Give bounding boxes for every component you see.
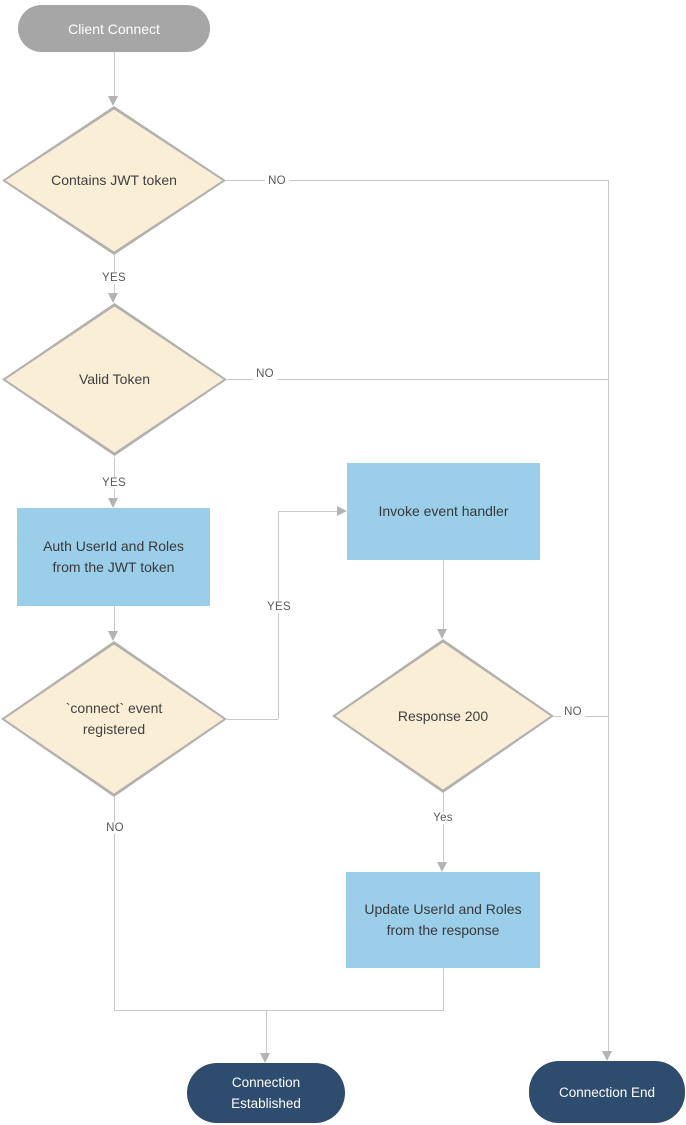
- node-auth-userid-roles-label: Auth UserId and Roles from the JWT token: [43, 538, 184, 575]
- node-valid-token: Valid Token: [2, 303, 227, 456]
- node-invoke-event-handler: Invoke event handler: [347, 463, 540, 560]
- edge-authbox-connectevent: [113, 606, 115, 632]
- node-update-userid-roles: Update UserId and Roles from the respons…: [346, 872, 540, 968]
- node-connect-event-registered-label: `connect` event registered: [65, 700, 163, 737]
- node-auth-userid-roles: Auth UserId and Roles from the JWT token: [17, 508, 210, 606]
- arrowhead-validtoken: [108, 293, 118, 303]
- arrowhead-connection-end: [602, 1051, 612, 1061]
- edge-bus-established: [265, 1010, 267, 1054]
- edge-label-containsjwt-yes: YES: [99, 272, 129, 284]
- node-connection-established: Connection Established: [187, 1063, 345, 1123]
- node-contains-jwt-token-label: Contains JWT token: [51, 172, 177, 188]
- arrowhead-response200: [437, 629, 447, 639]
- edge-connectevent-no: [113, 797, 115, 1010]
- arrowhead-containsjwt: [108, 96, 118, 106]
- node-response-200-label: Response 200: [397, 707, 489, 724]
- arrowhead-connectevent: [108, 631, 118, 641]
- node-client-connect: Client Connect: [18, 5, 210, 52]
- edge-label-validtoken-no: NO: [253, 368, 277, 380]
- arrowhead-authbox: [108, 498, 118, 508]
- edge-connectevent-yes-h1: [227, 718, 278, 720]
- edge-containsjwt-no: [226, 180, 608, 181]
- edge-right-rail: [607, 180, 609, 1051]
- node-connection-established-label: Connection Established: [231, 1075, 301, 1111]
- edge-invoke-response: [442, 560, 444, 630]
- edge-label-response-yes: Yes: [430, 812, 456, 824]
- node-connection-end: Connection End: [529, 1061, 685, 1123]
- edge-label-connectevent-yes: YES: [264, 601, 294, 613]
- edge-start-containsjwt: [113, 52, 115, 98]
- node-invoke-event-handler-label: Invoke event handler: [378, 503, 509, 519]
- edge-label-containsjwt-no: NO: [265, 175, 289, 187]
- edge-connectevent-yes-v: [278, 511, 279, 719]
- edge-connectevent-yes-h2: [278, 511, 338, 512]
- node-contains-jwt-token: Contains JWT token: [2, 106, 226, 255]
- edge-merge-bus: [113, 1010, 444, 1011]
- node-connection-end-label: Connection End: [558, 1084, 656, 1100]
- node-client-connect-label: Client Connect: [68, 20, 160, 37]
- node-update-userid-roles-label: Update UserId and Roles from the respons…: [364, 901, 522, 938]
- edge-label-validtoken-yes: YES: [99, 477, 129, 489]
- edge-updatebox-down: [442, 968, 444, 1010]
- arrowhead-invokehandler: [337, 505, 347, 516]
- arrowhead-connection-established: [260, 1053, 270, 1063]
- node-response-200: Response 200: [332, 639, 554, 793]
- edge-response-yes: [442, 793, 444, 863]
- edge-label-response-no: NO: [561, 706, 585, 718]
- arrowhead-updatebox: [437, 862, 447, 872]
- node-valid-token-label: Valid Token: [78, 371, 151, 387]
- edge-label-connectevent-no: NO: [103, 822, 127, 834]
- edge-validtoken-no: [227, 378, 608, 380]
- node-connect-event-registered: `connect` event registered: [1, 641, 227, 797]
